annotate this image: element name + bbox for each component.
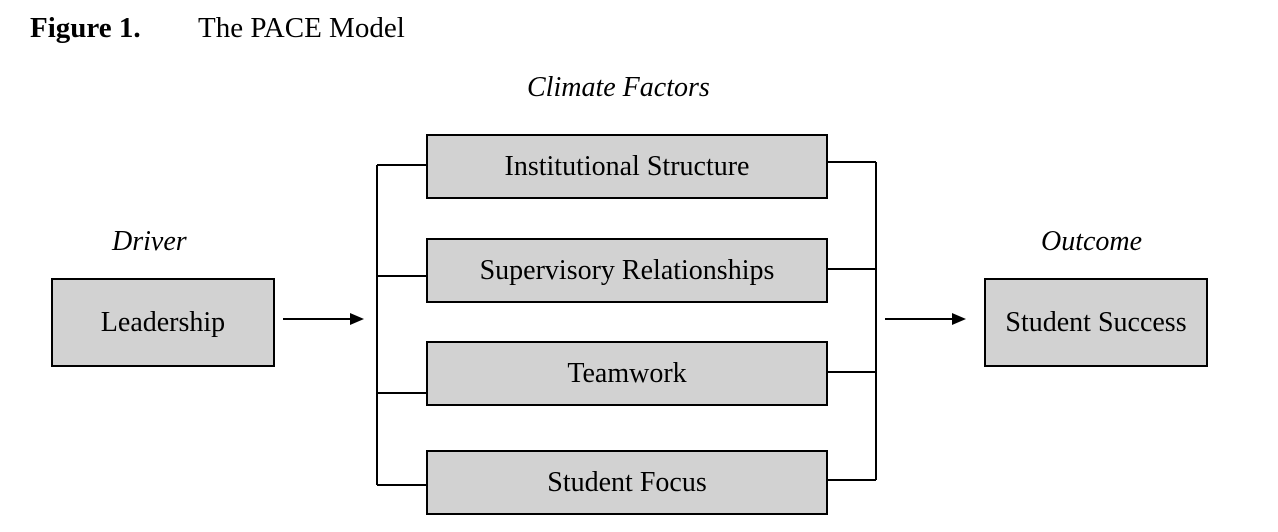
figure-title: The PACE Model: [198, 12, 405, 44]
student-success-box: Student Success: [984, 278, 1208, 367]
outcome-caption: Outcome: [1041, 226, 1143, 257]
factor-box-student-focus: Student Focus: [426, 450, 828, 515]
figure-number: Figure 1.: [30, 12, 141, 44]
leadership-box: Leadership: [51, 278, 275, 367]
climate-factors-caption: Climate Factors: [527, 72, 710, 103]
factor-box-teamwork: Teamwork: [426, 341, 828, 406]
factor-box-institutional-structure: Institutional Structure: [426, 134, 828, 199]
outcome-arrow-head: [952, 313, 966, 325]
driver-arrow-head: [350, 313, 364, 325]
factor-box-supervisory-relationships: Supervisory Relationships: [426, 238, 828, 303]
driver-caption: Driver: [112, 226, 187, 257]
